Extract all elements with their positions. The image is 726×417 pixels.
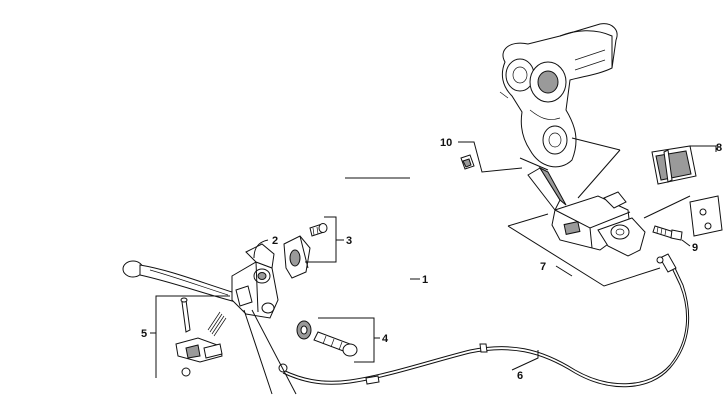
callout-3: 3 [346,235,352,247]
callout-1: 1 [422,274,428,286]
brake-hose [278,253,690,388]
caliper-bracket [499,23,618,168]
callout-7: 7 [540,261,546,273]
clamp-screw [309,223,328,237]
callout-9: 9 [692,242,698,254]
pivot-pin [175,297,227,377]
hose-fitting [296,320,358,357]
reservoir-clamp [283,235,311,279]
callout-6: 6 [517,370,523,382]
callout-8: 8 [716,142,722,154]
callout-4: 4 [382,333,389,345]
callout-10: 10 [440,137,452,149]
brake-pads [651,145,723,237]
brake-hand-lever [122,260,237,303]
caliper-bolt [652,225,683,241]
callout-5: 5 [141,328,147,340]
master-cylinder [231,243,279,319]
leader-lines [150,137,717,395]
callout-2: 2 [272,235,278,247]
callout-labels: 1 2 3 4 5 6 7 8 9 10 [141,137,722,382]
brake-caliper [527,166,646,257]
bleeder-clip [460,154,475,170]
